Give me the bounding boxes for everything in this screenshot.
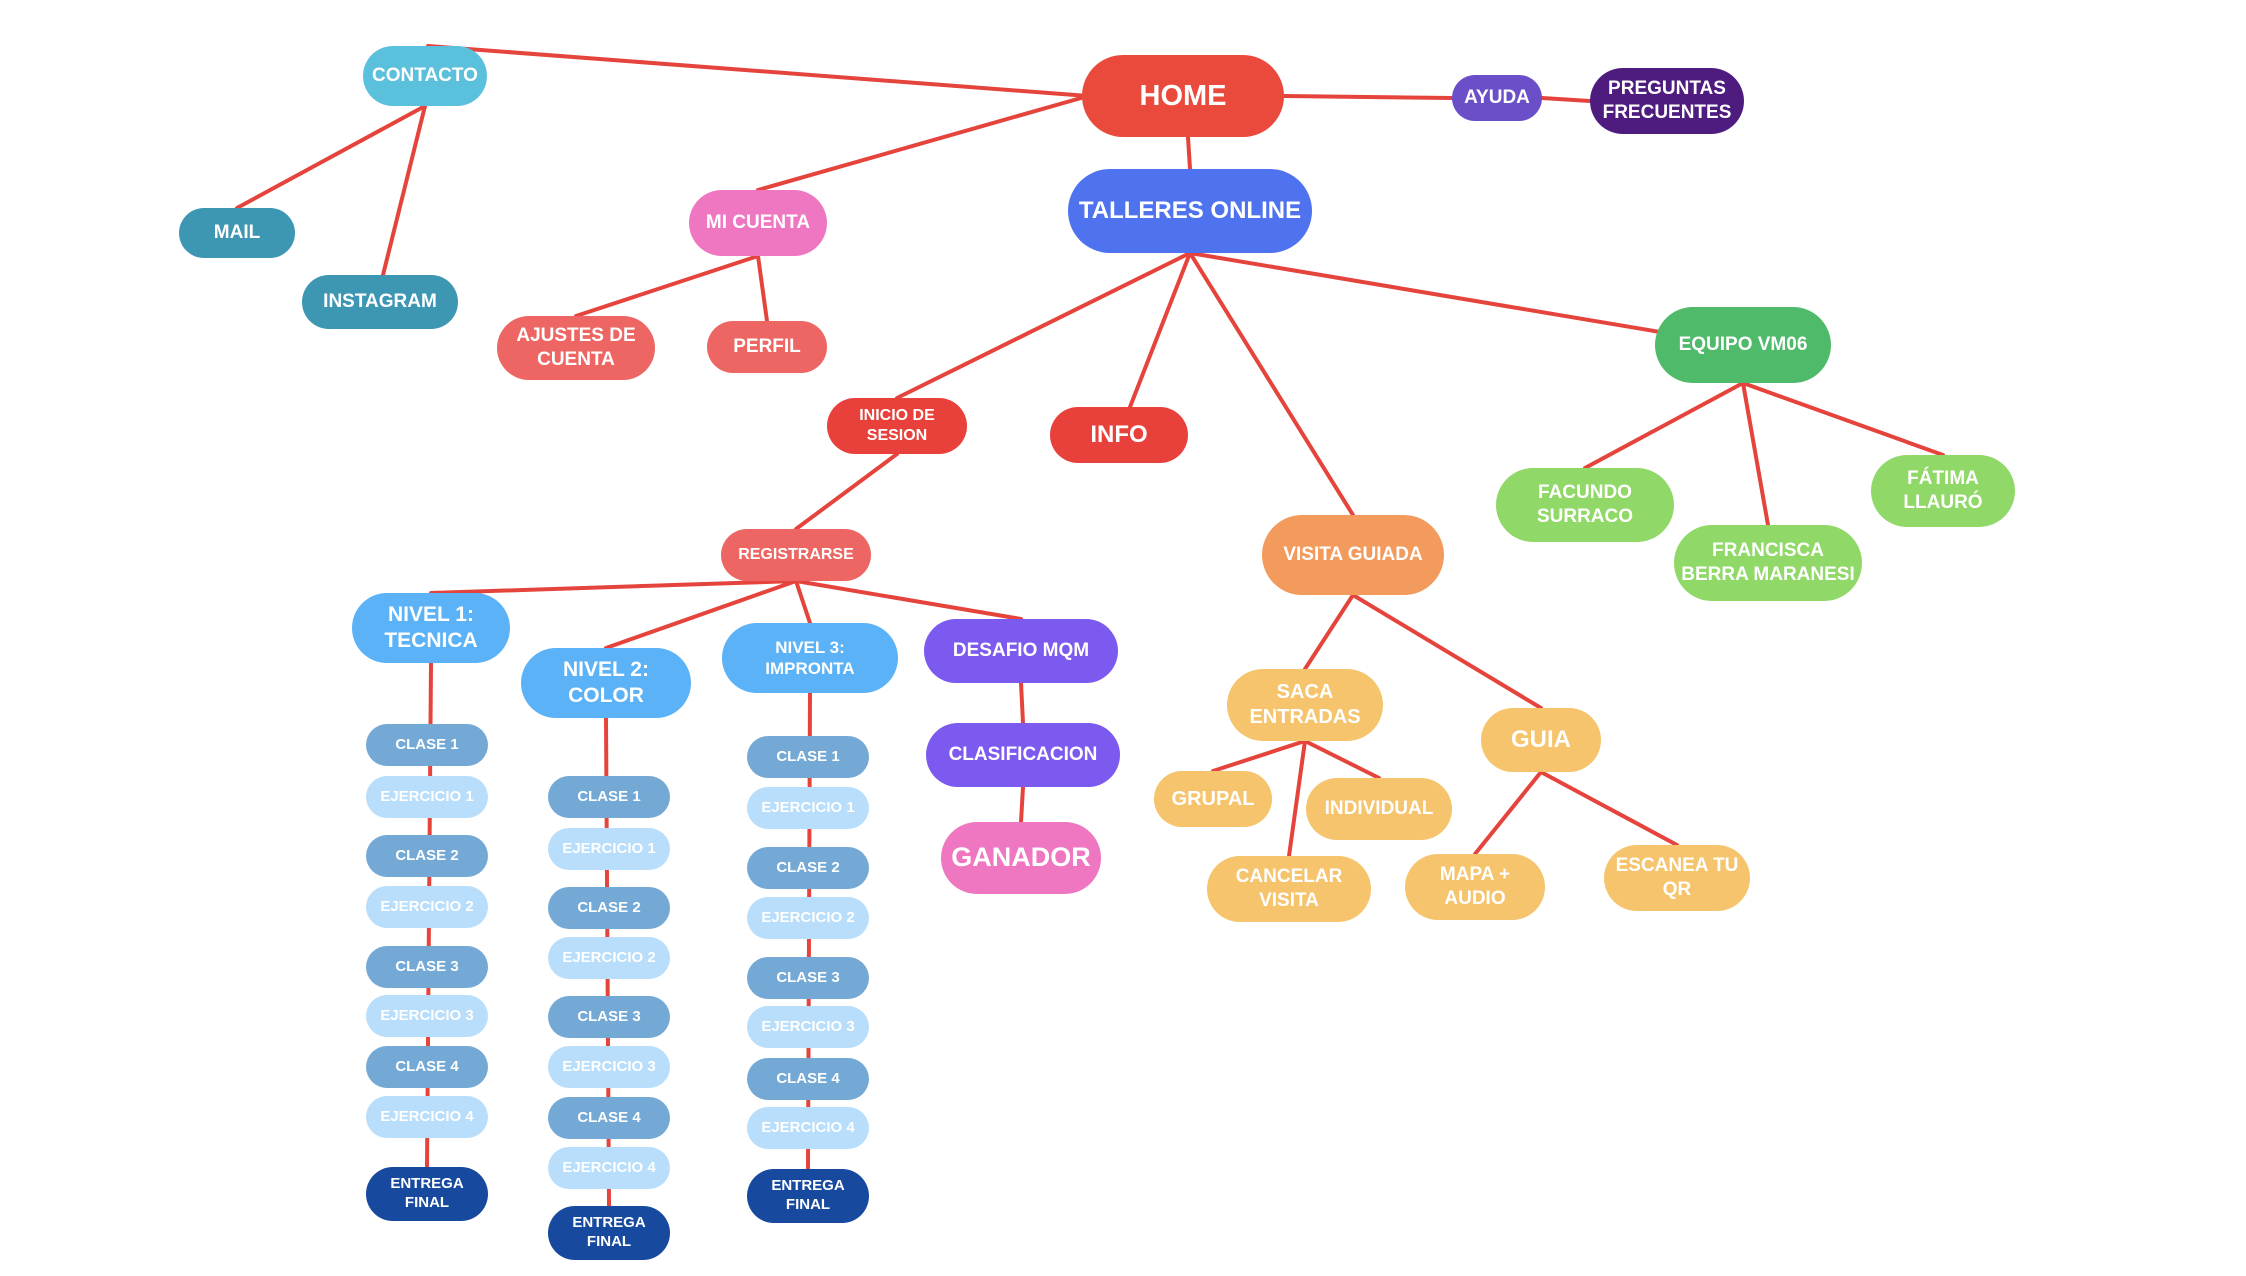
node-n3-entrega: ENTREGA FINAL	[747, 1169, 869, 1223]
edge-registrarse-to-desafio	[794, 579, 1023, 621]
node-n2-clase2: CLASE 2	[548, 887, 670, 929]
node-mi-cuenta: MI CUENTA	[689, 190, 827, 256]
edge-saca-to-cancelar	[1287, 739, 1307, 858]
node-individual: INDIVIDUAL	[1306, 778, 1452, 840]
node-n2-ej4: EJERCICIO 4	[548, 1147, 670, 1189]
node-escanea: ESCANEA TU QR	[1604, 845, 1750, 911]
edge-visita-to-guia	[1351, 593, 1543, 710]
edge-equipo-to-fatima	[1741, 381, 1945, 457]
edge-visita-to-saca	[1303, 593, 1355, 671]
node-n1-clase2: CLASE 2	[366, 835, 488, 877]
edge-contacto-to-instagram	[381, 104, 427, 277]
node-saca: SACA ENTRADAS	[1227, 669, 1383, 741]
node-n2-ej2: EJERCICIO 2	[548, 937, 670, 979]
edge-talleres-to-equipo	[1188, 251, 1662, 334]
node-n3-clase3: CLASE 3	[747, 957, 869, 999]
node-n1-ej3: EJERCICIO 3	[366, 995, 488, 1037]
edge-mi-cuenta-to-ajustes	[574, 254, 760, 318]
edge-home-to-contacto	[426, 44, 1090, 98]
node-n2-ej3: EJERCICIO 3	[548, 1046, 670, 1088]
node-perfil: PERFIL	[707, 321, 827, 373]
node-n3-ej1: EJERCICIO 1	[747, 787, 869, 829]
edge-talleres-to-visita	[1188, 251, 1355, 517]
node-n1-clase1: CLASE 1	[366, 724, 488, 766]
node-home: HOME	[1082, 55, 1284, 137]
node-n3-ej4: EJERCICIO 4	[747, 1107, 869, 1149]
node-desafio: DESAFIO MQM	[924, 619, 1118, 683]
edge-guia-to-escanea	[1539, 770, 1679, 847]
node-n2-clase1: CLASE 1	[548, 776, 670, 818]
node-instagram: INSTAGRAM	[302, 275, 458, 329]
edge-clasificacion-to-ganador	[1019, 785, 1025, 824]
edge-home-to-mi-cuenta	[756, 94, 1090, 192]
edge-desafio-to-clasificacion	[1019, 681, 1025, 725]
node-cancelar: CANCELAR VISITA	[1207, 856, 1371, 922]
node-nivel2: NIVEL 2: COLOR	[521, 648, 691, 718]
node-contacto: CONTACTO	[363, 46, 487, 106]
edge-guia-to-mapa	[1473, 770, 1543, 856]
node-n2-entrega: ENTREGA FINAL	[548, 1206, 670, 1260]
node-francisca: FRANCISCA BERRA MARANESI	[1674, 525, 1862, 601]
node-n1-ej4: EJERCICIO 4	[366, 1096, 488, 1138]
node-equipo: EQUIPO VM06	[1655, 307, 1831, 383]
node-n1-ej2: EJERCICIO 2	[366, 886, 488, 928]
node-n2-clase4: CLASE 4	[548, 1097, 670, 1139]
edge-talleres-to-inicio	[895, 251, 1192, 400]
edge-equipo-to-facundo	[1583, 381, 1745, 470]
node-mail: MAIL	[179, 208, 295, 258]
node-visita: VISITA GUIADA	[1262, 515, 1444, 595]
node-ayuda: AYUDA	[1452, 75, 1542, 121]
node-guia: GUIA	[1481, 708, 1601, 772]
edge-home-to-ayuda	[1282, 94, 1454, 100]
node-ganador: GANADOR	[941, 822, 1101, 894]
edge-saca-to-grupal	[1211, 739, 1307, 773]
node-n3-clase1: CLASE 1	[747, 736, 869, 778]
node-n2-ej1: EJERCICIO 1	[548, 828, 670, 870]
node-talleres: TALLERES ONLINE	[1068, 169, 1312, 253]
node-mapa: MAPA + AUDIO	[1405, 854, 1545, 920]
edge-ayuda-to-preguntas	[1540, 96, 1592, 103]
node-n3-ej3: EJERCICIO 3	[747, 1006, 869, 1048]
edge-equipo-to-francisca	[1741, 381, 1770, 527]
node-n1-entrega: ENTREGA FINAL	[366, 1167, 488, 1221]
node-facundo: FACUNDO SURRACO	[1496, 468, 1674, 542]
edge-registrarse-to-nivel3	[794, 579, 812, 625]
node-registrarse: REGISTRARSE	[721, 529, 871, 581]
edge-registrarse-to-nivel2	[604, 579, 798, 650]
edge-contacto-to-mail	[235, 104, 427, 210]
node-n3-ej2: EJERCICIO 2	[747, 897, 869, 939]
node-inicio: INICIO DE SESION	[827, 398, 967, 454]
node-preguntas: PREGUNTAS FRECUENTES	[1590, 68, 1744, 134]
edge-registrarse-to-nivel1	[429, 579, 798, 595]
node-nivel1: NIVEL 1: TECNICA	[352, 593, 510, 663]
node-n3-clase4: CLASE 4	[747, 1058, 869, 1100]
edge-home-to-talleres	[1186, 135, 1192, 171]
node-n1-ej1: EJERCICIO 1	[366, 776, 488, 818]
edge-saca-to-individual	[1303, 739, 1381, 780]
node-nivel3: NIVEL 3: IMPRONTA	[722, 623, 898, 693]
node-info: INFO	[1050, 407, 1188, 463]
node-n3-clase2: CLASE 2	[747, 847, 869, 889]
edge-talleres-to-info	[1128, 251, 1192, 409]
node-clasificacion: CLASIFICACION	[926, 723, 1120, 787]
edge-mi-cuenta-to-perfil	[756, 254, 769, 323]
node-fatima: FÁTIMA LLAURÓ	[1871, 455, 2015, 527]
node-n1-clase3: CLASE 3	[366, 946, 488, 988]
node-grupal: GRUPAL	[1154, 771, 1272, 827]
edge-inicio-to-registrarse	[794, 452, 899, 531]
node-ajustes: AJUSTES DE CUENTA	[497, 316, 655, 380]
node-n2-clase3: CLASE 3	[548, 996, 670, 1038]
node-n1-clase4: CLASE 4	[366, 1046, 488, 1088]
